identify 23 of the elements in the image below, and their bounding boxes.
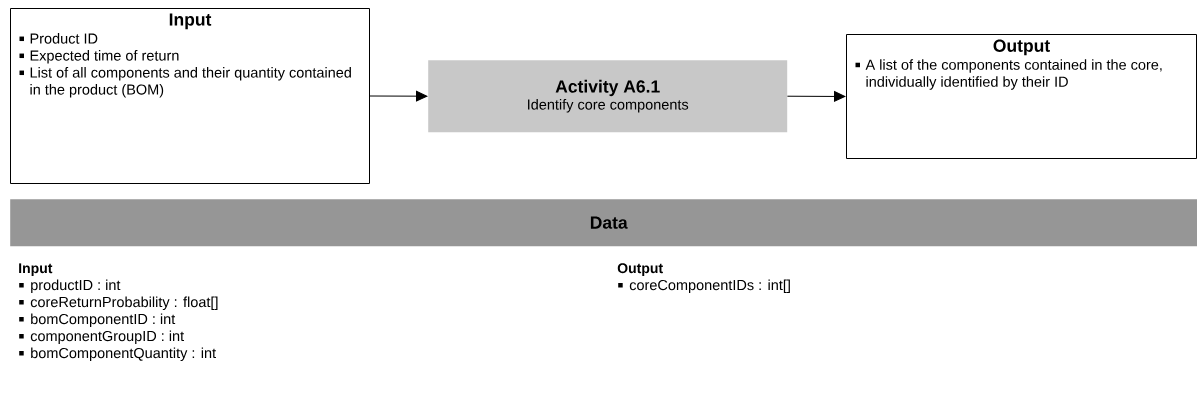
- list-item: componentGroupID : int: [19, 330, 184, 344]
- arrow: [369, 90, 428, 102]
- arrow: [786, 91, 846, 102]
- list-item: Product ID: [19, 33, 98, 44]
- activity-box: [428, 60, 788, 133]
- band-heading: Data: [590, 216, 628, 229]
- section-band: [10, 199, 1197, 247]
- list-item: coreComponentIDs : int[]: [618, 279, 790, 293]
- list-item: List of all components and their quantity contained in the product (BOM): [19, 67, 351, 98]
- input-output-box: [846, 34, 1197, 159]
- input-output-box: [10, 8, 370, 184]
- list-item: Expected time of return: [19, 50, 179, 64]
- activity-title: Activity A6.1: [555, 79, 660, 97]
- list-item: bomComponentID : int: [19, 313, 176, 327]
- section-heading: Output: [617, 263, 663, 276]
- section-heading: Input: [19, 263, 53, 276]
- list-item: coreReturnProbability : float[]: [19, 296, 218, 310]
- list-item: bomComponentQuantity : int: [19, 347, 216, 361]
- box-heading: Input: [169, 13, 212, 30]
- list-item: A list of the components contained in the core, individually identified by their ID: [855, 59, 1162, 90]
- activity-subtitle: Identify core components: [528, 99, 689, 113]
- list-item: productID : int: [19, 279, 121, 293]
- box-heading: Output: [993, 39, 1050, 56]
